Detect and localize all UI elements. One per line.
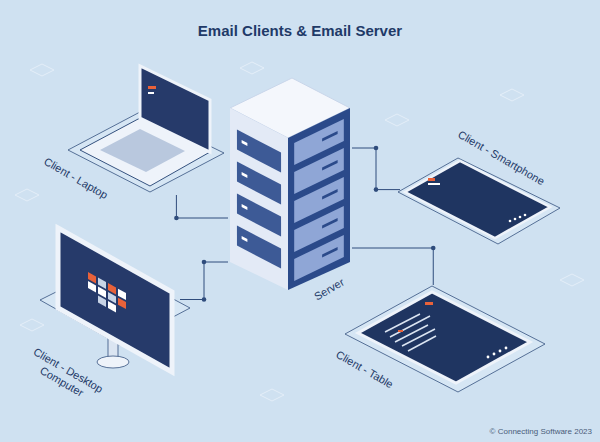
background-diamonds bbox=[15, 62, 584, 401]
tablet-illustration bbox=[358, 292, 530, 383]
junction-dot bbox=[374, 187, 379, 192]
junction-dot bbox=[202, 260, 207, 265]
desktop-illustration bbox=[58, 228, 172, 372]
client-device: Client - Laptop bbox=[70, 60, 222, 195]
server-node: Server bbox=[228, 78, 352, 278]
server-illustration bbox=[230, 78, 350, 290]
client-device: Client - Table bbox=[350, 285, 535, 390]
client-label: Client - Smartphone bbox=[456, 128, 547, 188]
diagram-title: Email Clients & Email Server bbox=[0, 22, 600, 39]
client-label: Client - Table bbox=[334, 348, 396, 391]
server-label: Server bbox=[312, 276, 347, 303]
network-link bbox=[180, 262, 228, 300]
laptop-illustration bbox=[80, 66, 210, 186]
network-link bbox=[352, 248, 433, 285]
junction-dot bbox=[374, 146, 379, 151]
network-link bbox=[352, 148, 400, 190]
junction-dot bbox=[202, 297, 207, 302]
network-link bbox=[176, 195, 228, 218]
copyright-caption: © Connecting Software 2023 bbox=[490, 427, 592, 436]
client-device: Client - Smartphone bbox=[400, 150, 552, 240]
client-device: Client - Desktop Computer bbox=[50, 222, 180, 377]
junction-dot bbox=[431, 246, 436, 251]
junction-dot bbox=[174, 216, 179, 221]
client-label: Client - Laptop bbox=[42, 155, 110, 202]
client-label: Client - Desktop Computer bbox=[15, 340, 115, 413]
